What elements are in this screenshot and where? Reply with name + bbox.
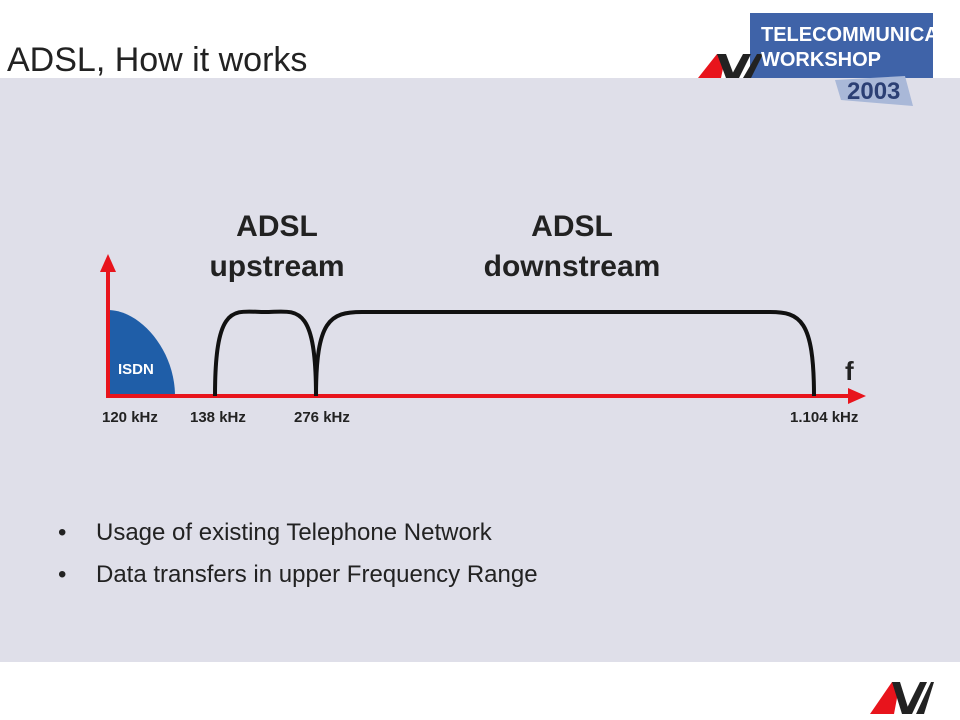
logo-line2: WORKSHOP xyxy=(761,49,881,71)
upstream-curve xyxy=(213,309,318,397)
tick-label-120: 120 kHz xyxy=(102,409,158,426)
tick-label-276: 276 kHz xyxy=(294,409,350,426)
logo-year: 2003 xyxy=(847,78,900,105)
bullet-icon: • xyxy=(58,561,67,588)
axis-f-label: f xyxy=(845,356,854,386)
bullet-list: • Usage of existing Telephone Network • … xyxy=(58,512,538,596)
isdn-label: ISDN xyxy=(118,361,154,378)
bullet-text: Data transfers in upper Frequency Range xyxy=(96,561,538,588)
tick-label-1104: 1.104 kHz xyxy=(790,409,858,426)
avm-logo-icon xyxy=(698,54,763,78)
x-axis-arrow-icon xyxy=(848,388,866,404)
slide-title: ADSL, How it works xyxy=(7,41,308,79)
bullet-item: • Data transfers in upper Frequency Rang… xyxy=(58,554,538,596)
logo-line1: TELECOMMUNICATION xyxy=(761,24,935,46)
y-axis-arrow-icon xyxy=(100,254,116,272)
upstream-label-line1: ADSL xyxy=(236,210,318,243)
workshop-logo: TELECOMMUNICATION WORKSHOP 2003 xyxy=(698,13,935,106)
upstream-label-line2: upstream xyxy=(209,250,344,283)
bullet-text: Usage of existing Telephone Network xyxy=(96,519,492,546)
bullet-icon: • xyxy=(58,519,67,546)
isdn-band xyxy=(108,310,175,396)
downstream-curve xyxy=(314,310,816,397)
tick-label-138: 138 kHz xyxy=(190,409,246,426)
downstream-label-line2: downstream xyxy=(484,250,661,283)
avm-footer-logo-icon xyxy=(870,682,934,714)
bullet-item: • Usage of existing Telephone Network xyxy=(58,512,538,554)
downstream-label-line1: ADSL xyxy=(531,210,613,243)
